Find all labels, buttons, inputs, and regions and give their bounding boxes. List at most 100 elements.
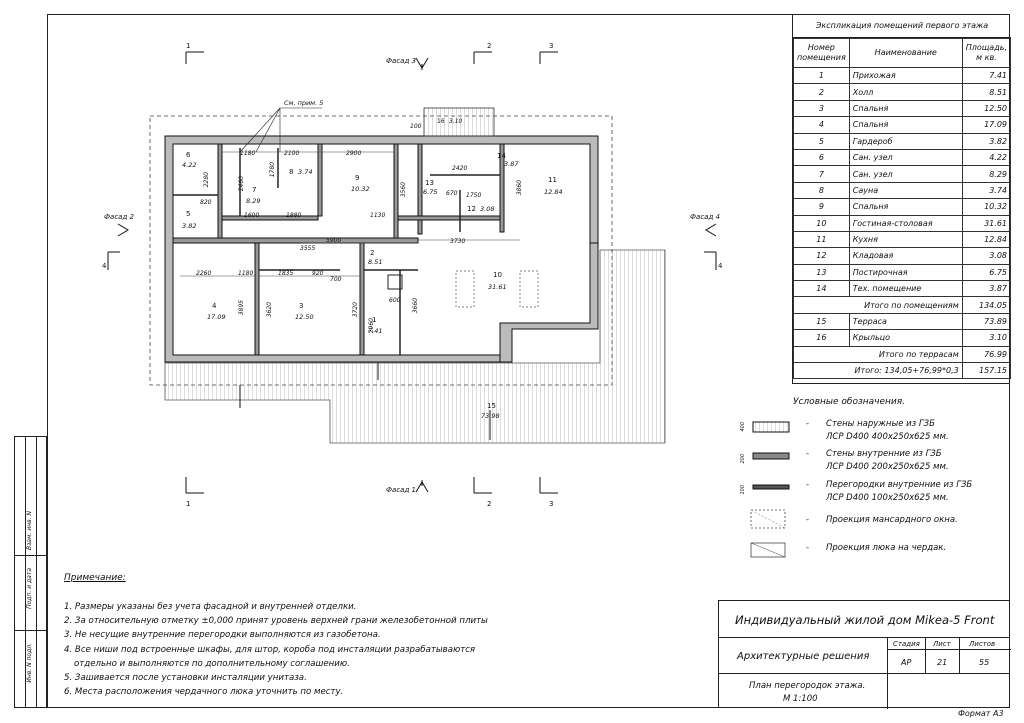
room-number: 9	[355, 174, 360, 182]
dimension: 2900	[346, 150, 362, 157]
explication-title: Экспликация помещений первого этажа	[793, 14, 1011, 38]
facade-label: Фасад 1	[386, 486, 416, 494]
axis-label: 3	[549, 42, 554, 50]
dimension: 100	[410, 123, 422, 130]
dimension: 1880	[286, 212, 302, 219]
dimension: 3560	[400, 182, 407, 198]
dimension: 3720	[352, 302, 359, 318]
room-area: 73.98	[481, 412, 500, 420]
legend-dim: 100	[740, 485, 746, 495]
axis-label: 1	[186, 500, 191, 508]
note-item: 4. Все ниши под встроенные шкафы, для шт…	[64, 644, 476, 655]
facade-label: Фасад 2	[104, 213, 134, 221]
dimension: 3660	[412, 298, 419, 314]
note-item: 2. За относительную отметку ±0,000 приня…	[64, 616, 488, 627]
room-number: 2	[370, 249, 375, 257]
room-area: 12.50	[295, 313, 314, 321]
room-number: 6	[186, 151, 191, 159]
dimension: 1780	[269, 162, 276, 178]
dimension: 920	[312, 270, 324, 277]
porch	[423, 107, 495, 137]
room-number: 1	[372, 316, 377, 324]
note-item: 3. Не несущие внутренние перегородки вып…	[64, 630, 381, 641]
room-number: 15	[487, 402, 496, 410]
dimension: 600	[389, 297, 401, 304]
dimension: 1835	[278, 270, 294, 277]
dimension: 2100	[284, 150, 300, 157]
sheets-label: Листов	[969, 640, 996, 648]
drawing-scale: М 1:100	[783, 694, 818, 704]
dimension: 1180	[240, 150, 256, 157]
section-name: Архитектурные решения	[737, 651, 870, 662]
legend-item: Проекция мансардного окна.	[826, 515, 958, 525]
dimension: 2420	[452, 165, 468, 172]
dimension: 2960	[368, 318, 375, 334]
sheet-format: Формат А3	[958, 709, 1004, 718]
note-item: 5. Зашивается после установки инсталяции…	[64, 673, 307, 684]
facade-label: Фасад 3	[386, 57, 416, 65]
dimension: 2280	[203, 172, 210, 188]
stage-label: Стадия	[893, 640, 920, 648]
dimension: 670	[446, 190, 458, 197]
dimension: 700	[330, 276, 342, 283]
roof-outline	[149, 115, 613, 386]
room-explication: Экспликация помещений первого этажа Номе…	[792, 14, 1012, 384]
dimension: 3730	[450, 238, 466, 245]
room-area: 3.08	[480, 205, 495, 213]
col-header-name: Наименование	[848, 38, 963, 68]
axis-label: 4	[718, 262, 723, 270]
facade-arrows	[117, 57, 717, 493]
legend-item: Проекция люка на чердак.	[826, 543, 947, 553]
sheet-value: 21	[937, 658, 948, 667]
dimension: 2260	[196, 270, 212, 277]
terrace	[164, 249, 666, 444]
room-number: 10	[493, 271, 502, 279]
dimension: 3860	[516, 180, 523, 196]
axis-marks	[107, 51, 717, 494]
dimension-lines	[180, 151, 520, 277]
project-name: Индивидуальный жилой дом Mikea-5 Front	[735, 613, 995, 627]
callout-leaders	[239, 107, 322, 153]
room-area: 3.74	[298, 168, 313, 176]
dimension: 2460	[238, 176, 245, 192]
note-callout: См. прим. 5	[284, 99, 324, 107]
room-number: 8	[289, 168, 294, 176]
legend-symbols	[750, 421, 790, 558]
dimension: 1130	[370, 212, 386, 219]
room-area: 8.51	[368, 258, 383, 266]
facade-label: Фасад 4	[690, 213, 720, 221]
legend-title: Условные обозначения.	[793, 397, 905, 407]
room-number: 12	[467, 205, 476, 213]
legend-dim: 400	[740, 422, 746, 432]
axis-label: 1	[186, 42, 191, 50]
dimension: 1750	[466, 192, 482, 199]
dimension: 3620	[266, 302, 273, 318]
dimension: 1180	[238, 270, 254, 277]
title-block: Индивидуальный жилой дом Mikea-5 Front А…	[718, 600, 1011, 709]
col-header-num: Номер помещения	[793, 38, 850, 68]
room-number: 5	[186, 210, 191, 218]
room-area: 10.32	[351, 185, 370, 193]
legend-dim: 200	[740, 454, 746, 464]
room-number: 14	[497, 152, 506, 160]
room-area: 12.84	[544, 188, 563, 196]
dimension: 5900	[326, 237, 342, 244]
room-number: 11	[548, 176, 557, 184]
sheet-label: Лист	[933, 640, 951, 648]
room-number: 4	[212, 302, 217, 310]
dimension: 3555	[300, 245, 316, 252]
stage-value: АР	[901, 658, 912, 667]
room-area: 17.09	[207, 313, 226, 321]
